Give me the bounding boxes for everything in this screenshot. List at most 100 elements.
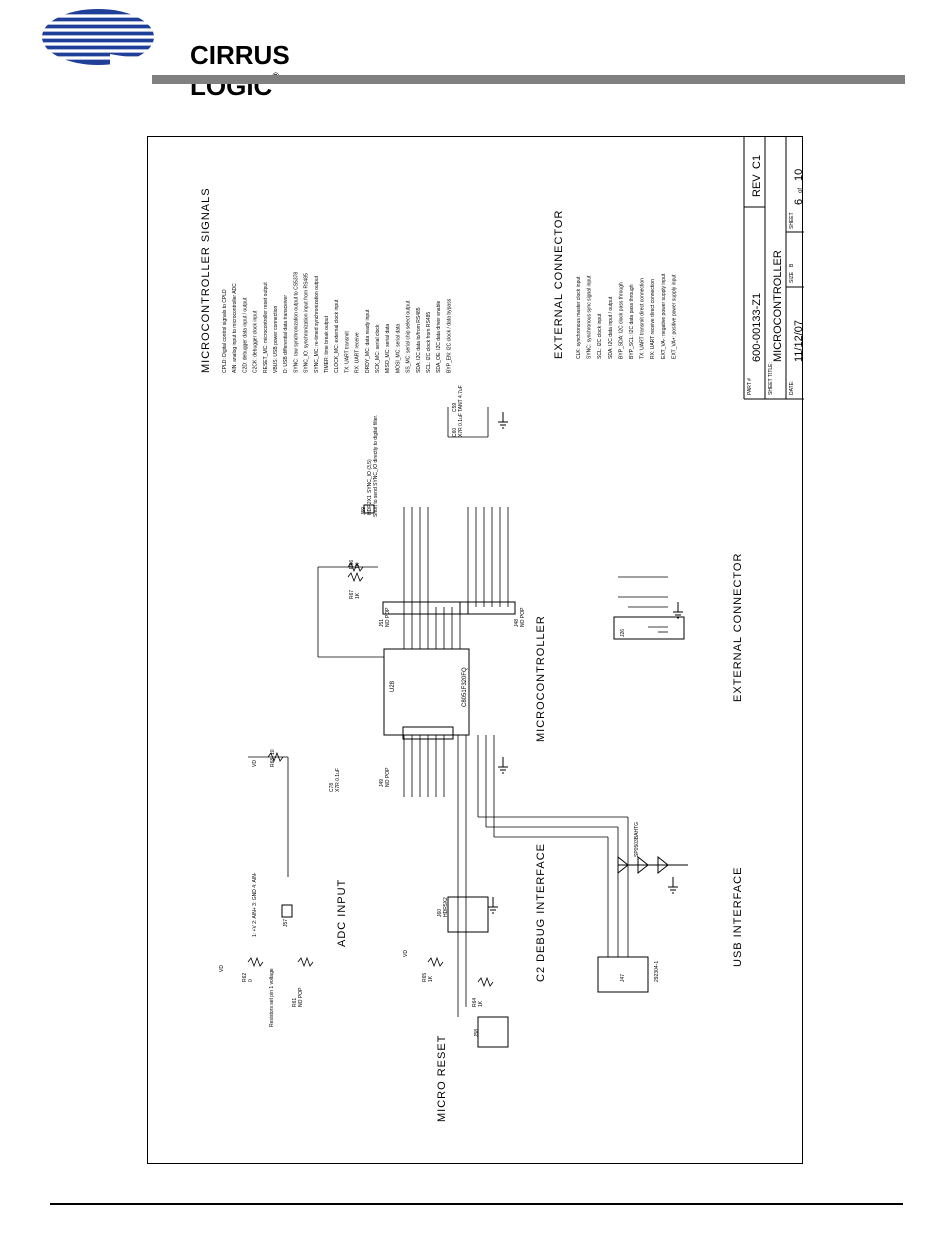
lbl-vd-2: VD (219, 965, 225, 972)
title-external-connector: EXTERNAL CONNECTOR (732, 553, 744, 702)
lbl-j59-part: HDR2X1 (367, 495, 373, 515)
j59-header (363, 504, 375, 514)
j49-header (402, 726, 454, 740)
lbl-j51-nopop: NO POP (385, 607, 391, 627)
tb-rev: C1 (751, 155, 763, 169)
signal-item: TX: UART transmit (344, 331, 350, 373)
lbl-r68: R68 (270, 758, 276, 767)
lbl-r67: R67 (349, 590, 355, 599)
r66-symbol (347, 561, 364, 573)
signal-item: CLOCK_MC: external clock input (334, 299, 340, 373)
signal-item: MISO_MC: serial data (385, 324, 391, 373)
lbl-r67-val: 1K (355, 592, 361, 599)
tb-size: B (789, 263, 795, 267)
tb-sheet-num: 6 (793, 199, 804, 205)
signal-item: SDA: I2C data input / output (608, 296, 614, 359)
tb-of-label: of (798, 188, 804, 193)
signal-item: EXT_VA+: positive power supply input (671, 274, 677, 359)
signal-item: AIN: analog input to microcontroller ADC (232, 283, 238, 373)
signal-item: SDA: I2C data to/from RS485 (416, 307, 422, 373)
tb-sheet-title-label: SHEET TITLE: (768, 362, 774, 395)
j58-header (477, 1016, 509, 1048)
title-c2-debug: C2 DEBUG INTERFACE (535, 843, 547, 982)
lbl-r64-val: 1K (478, 1000, 484, 1007)
lbl-c78-val: X7R 0.1uF (335, 768, 341, 792)
lbl-r61-val: NO POP (298, 987, 304, 1007)
r61-symbol (297, 956, 314, 968)
signal-item: RX: UART receive (355, 332, 361, 373)
signal-item: VBUS: USB power connection (273, 306, 279, 373)
title-adc-input: ADC INPUT (336, 879, 348, 947)
lbl-j49-nopop: NO POP (385, 767, 391, 787)
cirrus-logic-logo: CIRRUS LOGIC® (40, 4, 340, 101)
lbl-r62: R62 (242, 973, 248, 982)
signal-item: D: USB differential data transceiver (283, 295, 289, 373)
signal-item: RX: UART receive direct connection (650, 279, 656, 359)
title-external-connector-legend: EXTERNAL CONNECTOR (553, 210, 565, 359)
lbl-vd-3: VD (403, 950, 409, 957)
lbl-r66: R66 (349, 560, 355, 569)
j60-header (447, 896, 489, 933)
lbl-r62-val: 0 (248, 979, 254, 982)
schematic-canvas: PART # 600-00133-Z1 REV C1 SHEET TITLE: … (200, 137, 804, 1122)
signal-item: SYNC: synchronous sync signal input (587, 275, 593, 359)
lbl-adc-note: Resistors set pin 1 voltage (269, 968, 275, 1027)
lbl-j60-part: HDR5X2 (443, 897, 449, 917)
j57-header (281, 904, 293, 918)
lbl-r64: R64 (472, 998, 478, 1007)
lbl-c60-val: X7R 0.1uF (458, 413, 464, 437)
lbl-j49: J49 (379, 779, 385, 787)
tb-date: 11/12/07 (793, 320, 804, 362)
signal-item: EXT_VA-: negative power supply input (661, 273, 667, 359)
lbl-j47: J47 (620, 974, 626, 982)
lbl-sync-io: SYNC_IO (3,5) (367, 459, 373, 493)
signal-item: SYNC_IO: synchronization input from RS48… (304, 273, 310, 373)
j48-header (459, 601, 516, 615)
lbl-j48-nopop: NO POP (520, 607, 526, 627)
signal-item: C2CK: debugger clock input (253, 310, 259, 373)
u28-chip: U28 C8051F320FQ (383, 648, 470, 736)
signal-item: BYP_SDA: I2C clock pass through (618, 282, 624, 359)
component-labels: VD VD VD R68 10 C78 X7R 0.1uF J49 NO POP… (219, 385, 660, 1037)
tb-part-number: 600-00133-Z1 (751, 293, 763, 362)
lbl-j26: J26 (620, 629, 626, 637)
logo-mark-icon (40, 9, 190, 76)
lbl-r65-val: 1K (428, 975, 434, 982)
lbl-c78: C78 (329, 783, 335, 792)
signal-item: SDA_OE: I2C data driver enable (436, 301, 442, 373)
lbl-j48: J48 (514, 619, 520, 627)
r62-symbol (247, 956, 264, 968)
ground-symbols (488, 412, 683, 914)
logo-wordmark: CIRRUS LOGIC® (190, 40, 340, 102)
lbl-c60: C60 (452, 428, 458, 437)
signal-item: SYNC: raw synchronization output to CS53… (293, 272, 299, 373)
signal-item: TX: UART transmit direct connection (640, 278, 646, 359)
signal-item: TIMER: time break output (324, 315, 330, 373)
lbl-r61: R61 (292, 998, 298, 1007)
lbl-sync-note: Short to send SYNC_IO directly to digita… (373, 415, 379, 517)
signal-item: SCL: I2C clock from RS485 (426, 312, 432, 373)
tb-sheet-label: SHEET (789, 212, 795, 229)
signal-item: SYNC_MC: re-timed synchronization output (314, 275, 320, 373)
r68-symbol (267, 751, 284, 763)
title-microcontroller: MICROCONTROLLER (535, 615, 547, 742)
signal-item: DRDY_MC: data ready input (365, 309, 371, 373)
signal-item: CPLD: Digital control signals to CPLD (222, 289, 228, 373)
signal-item: SCK_MC: serial clock (375, 324, 381, 373)
tb-size-label: SIZE (789, 271, 795, 283)
tb-sheet-total: 10 (793, 169, 804, 181)
lbl-diode-part: SP0503BAHTG (634, 822, 640, 857)
j26-header (613, 616, 685, 640)
title-micro-reset: MICRO RESET (436, 1035, 448, 1122)
lbl-vd-1: VD (252, 760, 258, 767)
lbl-j57: J57 (283, 919, 289, 927)
tb-sheet-title: MICROCONTROLLER (772, 250, 784, 362)
micro-signal-list: CPLD: Digital control signals to CPLD AIN… (222, 272, 452, 373)
lbl-adc-pins: 1: +V 2: AIN+ 3: GND 4: AIN- (252, 872, 258, 937)
lbl-r66-val: 1K (355, 562, 361, 569)
tb-rev-label: REV (751, 174, 763, 197)
signal-item: SCL: I2C clock input (597, 313, 603, 359)
signal-item: BYP_EN: I2C clock / data bypass (446, 298, 452, 373)
u28-part: C8051F320FQ (462, 667, 468, 707)
